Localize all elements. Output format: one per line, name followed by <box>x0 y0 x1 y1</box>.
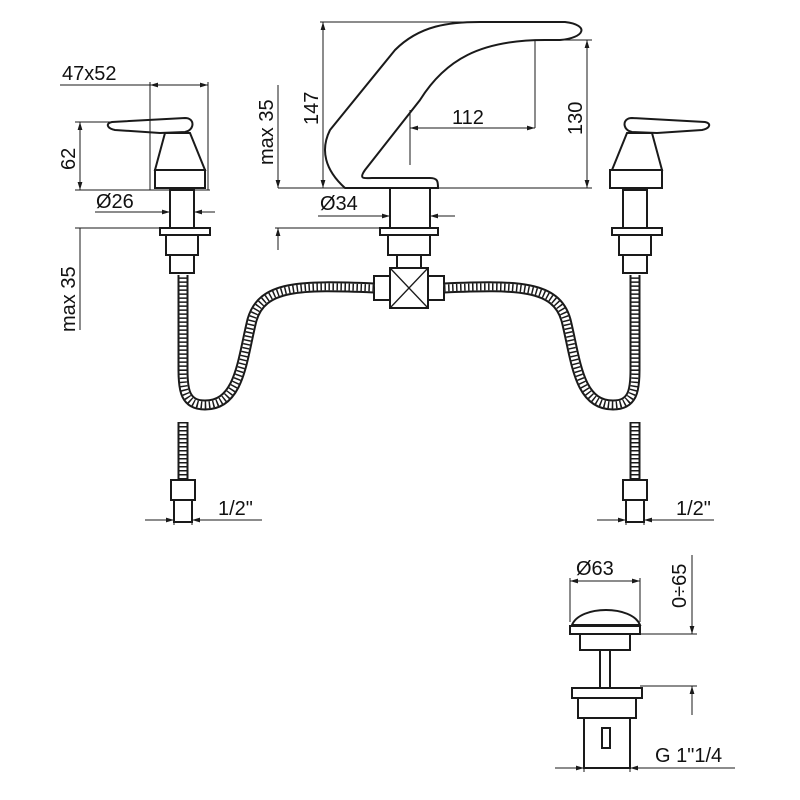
left-max-deck-label: max 35 <box>58 266 80 332</box>
spout-height-label: 147 <box>301 92 323 125</box>
right-handle-valve <box>609 116 711 274</box>
spout-diameter-label: Ø34 <box>320 193 358 215</box>
center-max-deck-label: max 35 <box>256 99 278 165</box>
mixing-valve-cross <box>373 267 445 309</box>
drain-stroke-label: 0÷65 <box>669 564 691 608</box>
spout-reach-label: 112 <box>452 107 484 129</box>
handle-diameter-label: Ø26 <box>96 191 134 213</box>
dimension-lines <box>60 21 735 772</box>
handle-height-label: 62 <box>58 148 80 170</box>
right-hose <box>443 275 648 523</box>
spout-outlet-height-label: 130 <box>565 102 587 135</box>
left-connection-label: 1/2" <box>218 498 253 520</box>
spout <box>324 21 583 270</box>
left-hose <box>170 275 375 523</box>
right-connection-label: 1/2" <box>676 498 711 520</box>
drain-thread-label: G 1"1/4 <box>655 745 722 767</box>
drain-diameter-label: Ø63 <box>576 558 614 580</box>
left-handle-valve <box>106 116 211 274</box>
handle-size-label: 47x52 <box>62 63 117 85</box>
pop-up-drain <box>569 609 643 769</box>
